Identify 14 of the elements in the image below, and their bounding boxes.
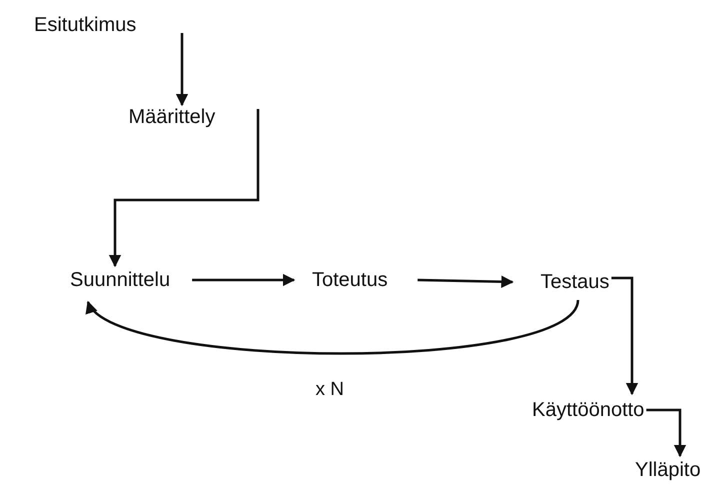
stage-label: Toteutus <box>312 268 388 292</box>
stage-label: Määrittely <box>128 105 216 129</box>
arrow <box>108 109 260 268</box>
arrow <box>418 276 514 288</box>
stage-label: Suunnittelu <box>70 268 170 292</box>
stage-label: Testaus <box>540 270 610 294</box>
arrow <box>176 33 188 106</box>
stage-label: Esitutkimus <box>34 13 136 37</box>
stage-label: Käyttöönotto <box>532 398 644 422</box>
arrow <box>192 274 296 286</box>
arrow <box>87 299 580 355</box>
arrow <box>646 408 686 458</box>
stage-label: Ylläpito <box>635 458 701 482</box>
arrow <box>611 276 638 396</box>
